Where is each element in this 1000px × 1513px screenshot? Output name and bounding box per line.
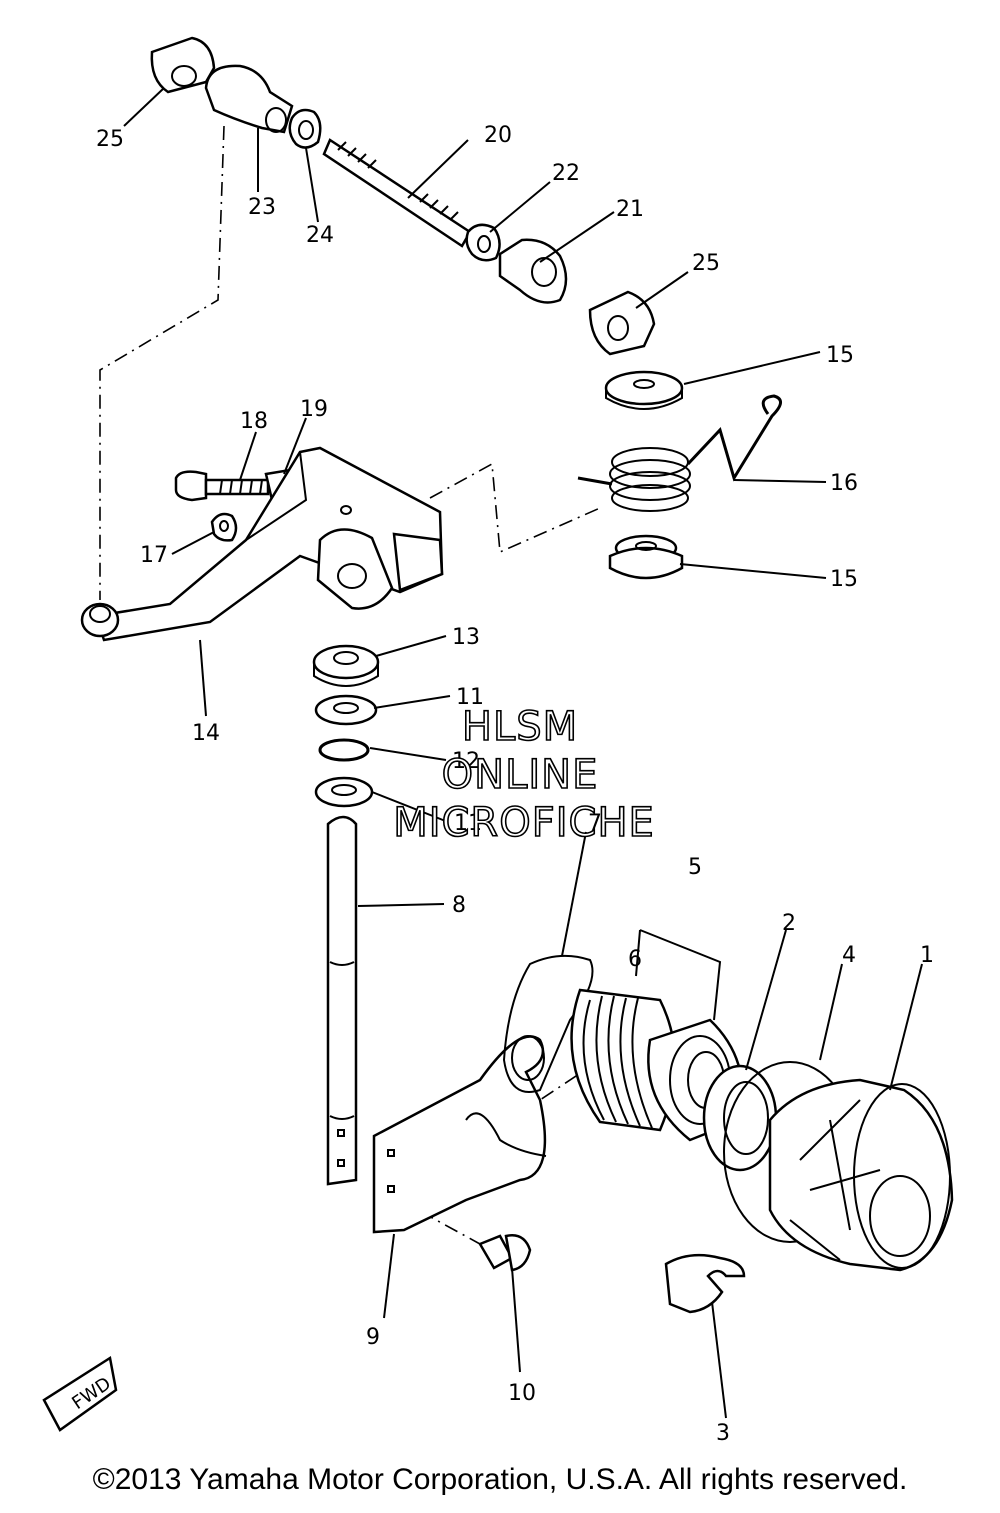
part-14-shift-lever xyxy=(80,446,444,642)
part-17-nut xyxy=(210,512,238,542)
label-14: 14 xyxy=(192,721,220,746)
label-6: 6 xyxy=(628,947,642,972)
part-8-shift-rod xyxy=(326,815,358,1186)
copyright-notice: ©2013 Yamaha Motor Corporation, U.S.A. A… xyxy=(92,1463,908,1496)
part-13-oil-seal xyxy=(312,644,380,687)
label-11-bottom: 11 xyxy=(454,811,482,836)
part-2-ring xyxy=(702,1064,778,1172)
label-10: 10 xyxy=(508,1381,536,1406)
label-23: 23 xyxy=(248,195,276,220)
assembly-line-spring xyxy=(429,462,601,554)
leader-lines xyxy=(123,87,923,1419)
part-21-ball-socket xyxy=(498,238,568,304)
part-10-screw xyxy=(478,1234,532,1272)
label-16: 16 xyxy=(830,471,858,496)
label-1: 1 xyxy=(920,943,934,968)
part-25-cap-top xyxy=(150,36,216,94)
part-15-spring-seat-top xyxy=(604,370,684,410)
label-9: 9 xyxy=(366,1325,380,1350)
part-23-ball-socket xyxy=(204,64,294,134)
label-15-top: 15 xyxy=(826,343,854,368)
part-15-spring-seat-bottom xyxy=(608,534,684,580)
label-24: 24 xyxy=(306,223,334,248)
label-25-right: 25 xyxy=(692,251,720,276)
label-19: 19 xyxy=(300,397,328,422)
part-1-housing xyxy=(768,1078,954,1272)
part-16-torsion-spring xyxy=(577,394,782,512)
label-12: 12 xyxy=(452,749,480,774)
watermark-line-2: ONLINE xyxy=(442,752,599,798)
label-18: 18 xyxy=(240,409,268,434)
watermark-line-3: MICROFICHE xyxy=(393,800,655,846)
label-22: 22 xyxy=(552,161,580,186)
watermark-line-1: HLSM xyxy=(462,704,578,750)
label-5: 5 xyxy=(688,855,702,880)
watermark: HLSM ONLINE MICROFICHE xyxy=(392,703,655,847)
part-22-nut xyxy=(465,223,501,262)
part-12-circlip xyxy=(318,738,370,762)
part-24-nut xyxy=(288,108,322,149)
part-9-bracket xyxy=(372,1035,547,1234)
label-15-bottom: 15 xyxy=(830,567,858,592)
label-8: 8 xyxy=(452,893,466,918)
label-3: 3 xyxy=(716,1421,730,1446)
part-20-threaded-rod xyxy=(322,138,472,248)
label-20: 20 xyxy=(484,123,512,148)
fwd-mark: FWD xyxy=(42,1355,118,1432)
label-13: 13 xyxy=(452,625,480,650)
label-11-top: 11 xyxy=(456,685,484,710)
label-21: 21 xyxy=(616,197,644,222)
label-25-top: 25 xyxy=(96,127,124,152)
part-11-washer-bottom xyxy=(314,776,374,808)
label-2: 2 xyxy=(782,911,796,936)
part-3-clip xyxy=(664,1253,746,1314)
part-7-gasket xyxy=(502,954,594,1093)
assembly-line-top xyxy=(99,125,225,600)
part-labels: 25 23 24 20 22 21 25 15 16 15 18 19 17 1… xyxy=(96,123,934,1446)
label-17: 17 xyxy=(140,543,168,568)
part-5-leader-bracket xyxy=(635,929,722,1021)
part-11-washer-top xyxy=(314,694,378,726)
label-7: 7 xyxy=(588,811,602,836)
part-18-bolt xyxy=(174,470,270,502)
label-4: 4 xyxy=(842,943,856,968)
